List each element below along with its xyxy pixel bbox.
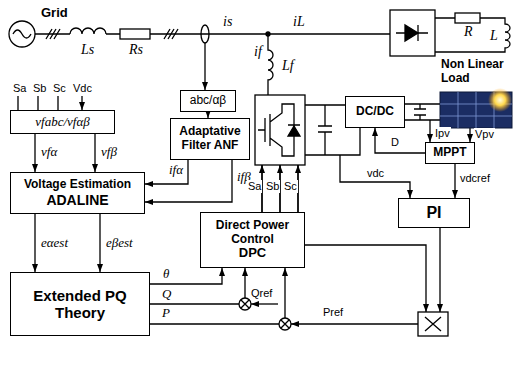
- signal-wire: [305, 245, 426, 312]
- process-box: vfabc/vfαβ: [10, 110, 115, 134]
- process-box: abc/αβ: [180, 90, 236, 112]
- inverter-box: [255, 95, 305, 165]
- measurement-wire: [469, 128, 470, 142]
- signal-label: Rs: [128, 42, 144, 58]
- signal-label: R: [463, 24, 474, 40]
- process-box: Extended PQ Theory: [10, 272, 150, 336]
- process-box: Adaptative Filter ANF: [170, 118, 250, 160]
- signal-label: Non Linear Load: [440, 58, 514, 86]
- box-label: MPPT: [429, 146, 471, 160]
- sine-symbol: [13, 30, 31, 38]
- igbt-symbol: [258, 104, 300, 156]
- signal-arrow: [150, 268, 222, 284]
- diode-symbol: [405, 25, 418, 41]
- signal-label: Sc: [52, 82, 67, 95]
- input-arrow: [18, 96, 82, 110]
- resistor-symbol: [455, 13, 480, 23]
- signal-arrow: [34, 134, 35, 172]
- three-phase-mark: [46, 29, 178, 39]
- signal-arrow: [150, 268, 245, 304]
- inductor-symbol: [268, 34, 273, 95]
- process-box: MPPT: [425, 142, 475, 164]
- rectifier-box: [390, 10, 435, 56]
- signal-label: θ: [162, 267, 170, 282]
- signal-label: iL: [292, 14, 306, 30]
- process-box: Direct Power ControlDPC: [200, 212, 305, 268]
- box-label: Adaptative Filter ANF: [174, 125, 246, 153]
- measurement-wire: [429, 120, 430, 142]
- signal-wire: [439, 228, 440, 312]
- signal-arrow: [150, 268, 285, 324]
- signal-label: D: [390, 136, 400, 149]
- signal-label: Sa: [12, 82, 27, 95]
- signal-arrow: [34, 214, 35, 272]
- measurement-wire: [204, 43, 205, 90]
- signal-label: Sc: [283, 180, 298, 193]
- signal-label: Ipv: [434, 127, 451, 140]
- process-box: PI: [398, 198, 470, 228]
- signal-label: vdc: [366, 167, 385, 180]
- signal-arrow: [454, 164, 455, 198]
- reference-arrow: [251, 303, 278, 304]
- signal-arrow: [375, 128, 425, 153]
- load-wire: [435, 18, 510, 52]
- signal-label: Qref: [250, 287, 273, 300]
- box-label: DC/DC: [349, 105, 401, 119]
- diode-symbol: [396, 25, 428, 41]
- current-sensor: [201, 25, 209, 43]
- power-wire: [35, 33, 390, 34]
- signal-label: Vpv: [474, 128, 495, 141]
- pv-wire: [405, 104, 440, 120]
- signal-label: Sa: [247, 180, 262, 193]
- signal-label: P: [161, 306, 171, 321]
- signal-label: is: [222, 14, 233, 30]
- sun-glow: [488, 88, 512, 112]
- process-box: Voltage EstimationADALINE: [10, 172, 145, 214]
- signal-label: Lf: [281, 58, 295, 74]
- signal-label: L: [489, 28, 499, 44]
- signal-label: Q: [161, 287, 172, 302]
- box-label: abc/αβ: [184, 94, 232, 108]
- box-label: DPC: [204, 246, 301, 261]
- signal-label: Vdc: [72, 82, 93, 95]
- process-box: DC/DC: [345, 96, 405, 128]
- resistor-symbol: [120, 29, 150, 39]
- signal-label: Ls: [80, 42, 95, 58]
- measurement-wire: [340, 155, 410, 198]
- box-label: Extended PQ Theory: [14, 287, 146, 322]
- signal-arrow: [99, 214, 100, 272]
- signal-arrow: [145, 160, 188, 184]
- multiplier-box: [418, 312, 448, 336]
- box-label: ADALINE: [14, 192, 141, 208]
- box-label: PI: [402, 204, 466, 222]
- inductor-symbol: [70, 28, 106, 34]
- junction-dot: [266, 32, 270, 36]
- signal-arrow: [145, 160, 232, 202]
- signal-label: if: [253, 44, 263, 60]
- signal-label: ifα: [168, 163, 184, 178]
- signal-label: Sb: [32, 82, 47, 95]
- switch-signal: [262, 165, 298, 212]
- box-label: Direct Power Control: [204, 219, 301, 247]
- signal-arrow: [94, 134, 95, 172]
- reference-arrow: [291, 323, 418, 324]
- multiplier-symbol: [425, 317, 441, 331]
- signal-label: Pref: [322, 306, 344, 319]
- signal-label: vdcref: [459, 172, 491, 185]
- junction-cross: [241, 300, 289, 328]
- signal-label: eβest: [105, 236, 134, 251]
- box-label: vfabc/vfαβ: [14, 115, 111, 130]
- signal-label: eαest: [40, 236, 69, 251]
- signal-label: vfβ: [100, 145, 118, 160]
- grid-source: [9, 21, 35, 47]
- signal-label: Sb: [265, 180, 280, 193]
- signal-label: Grid: [40, 6, 69, 21]
- diode-symbol: [288, 126, 300, 136]
- signal-label: vfα: [40, 145, 58, 160]
- box-label: Voltage Estimation: [14, 178, 141, 192]
